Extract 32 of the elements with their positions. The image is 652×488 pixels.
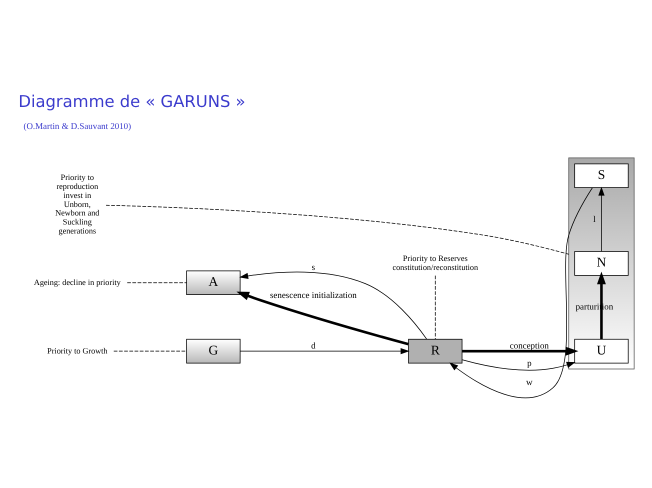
node-text: Priority to Reserves constitution/reconstitution (392, 254, 478, 272)
arrow (449, 186, 593, 398)
edge-label: w (526, 376, 533, 387)
cluster (568, 157, 635, 369)
label: (O.Martin & D.Sauvant 2010) (24, 120, 132, 130)
edge-label: s (312, 261, 316, 272)
node-box: U (574, 338, 629, 363)
node-box: G (186, 338, 240, 363)
node-box: A (186, 270, 240, 295)
edge-label: l (593, 213, 596, 224)
diagram-title: Diagramme de « GARUNS » (18, 92, 246, 111)
node-box: S (574, 162, 629, 188)
edge-label: p (527, 357, 532, 368)
edge-label: conception (510, 340, 549, 350)
node-box: N (574, 250, 629, 276)
arrow (462, 346, 578, 356)
connector (106, 204, 570, 254)
connector (113, 350, 187, 352)
connector (434, 274, 436, 340)
node-text: Ageing: decline in priority (34, 277, 121, 286)
node-box: R (408, 338, 462, 363)
arrow (598, 186, 605, 252)
node-text: Priority to Growth (47, 346, 108, 355)
edge-label: d (311, 340, 316, 350)
arrow (236, 291, 409, 345)
edge-label: senescence initialization (270, 290, 357, 300)
arrow (239, 271, 428, 339)
arrow (597, 271, 606, 338)
node-text: Priority to reproduction invest in Unborn, Newborn and Suckling generations (55, 172, 100, 236)
arrow (240, 348, 410, 354)
arrow (462, 358, 576, 370)
connector (126, 282, 187, 283)
